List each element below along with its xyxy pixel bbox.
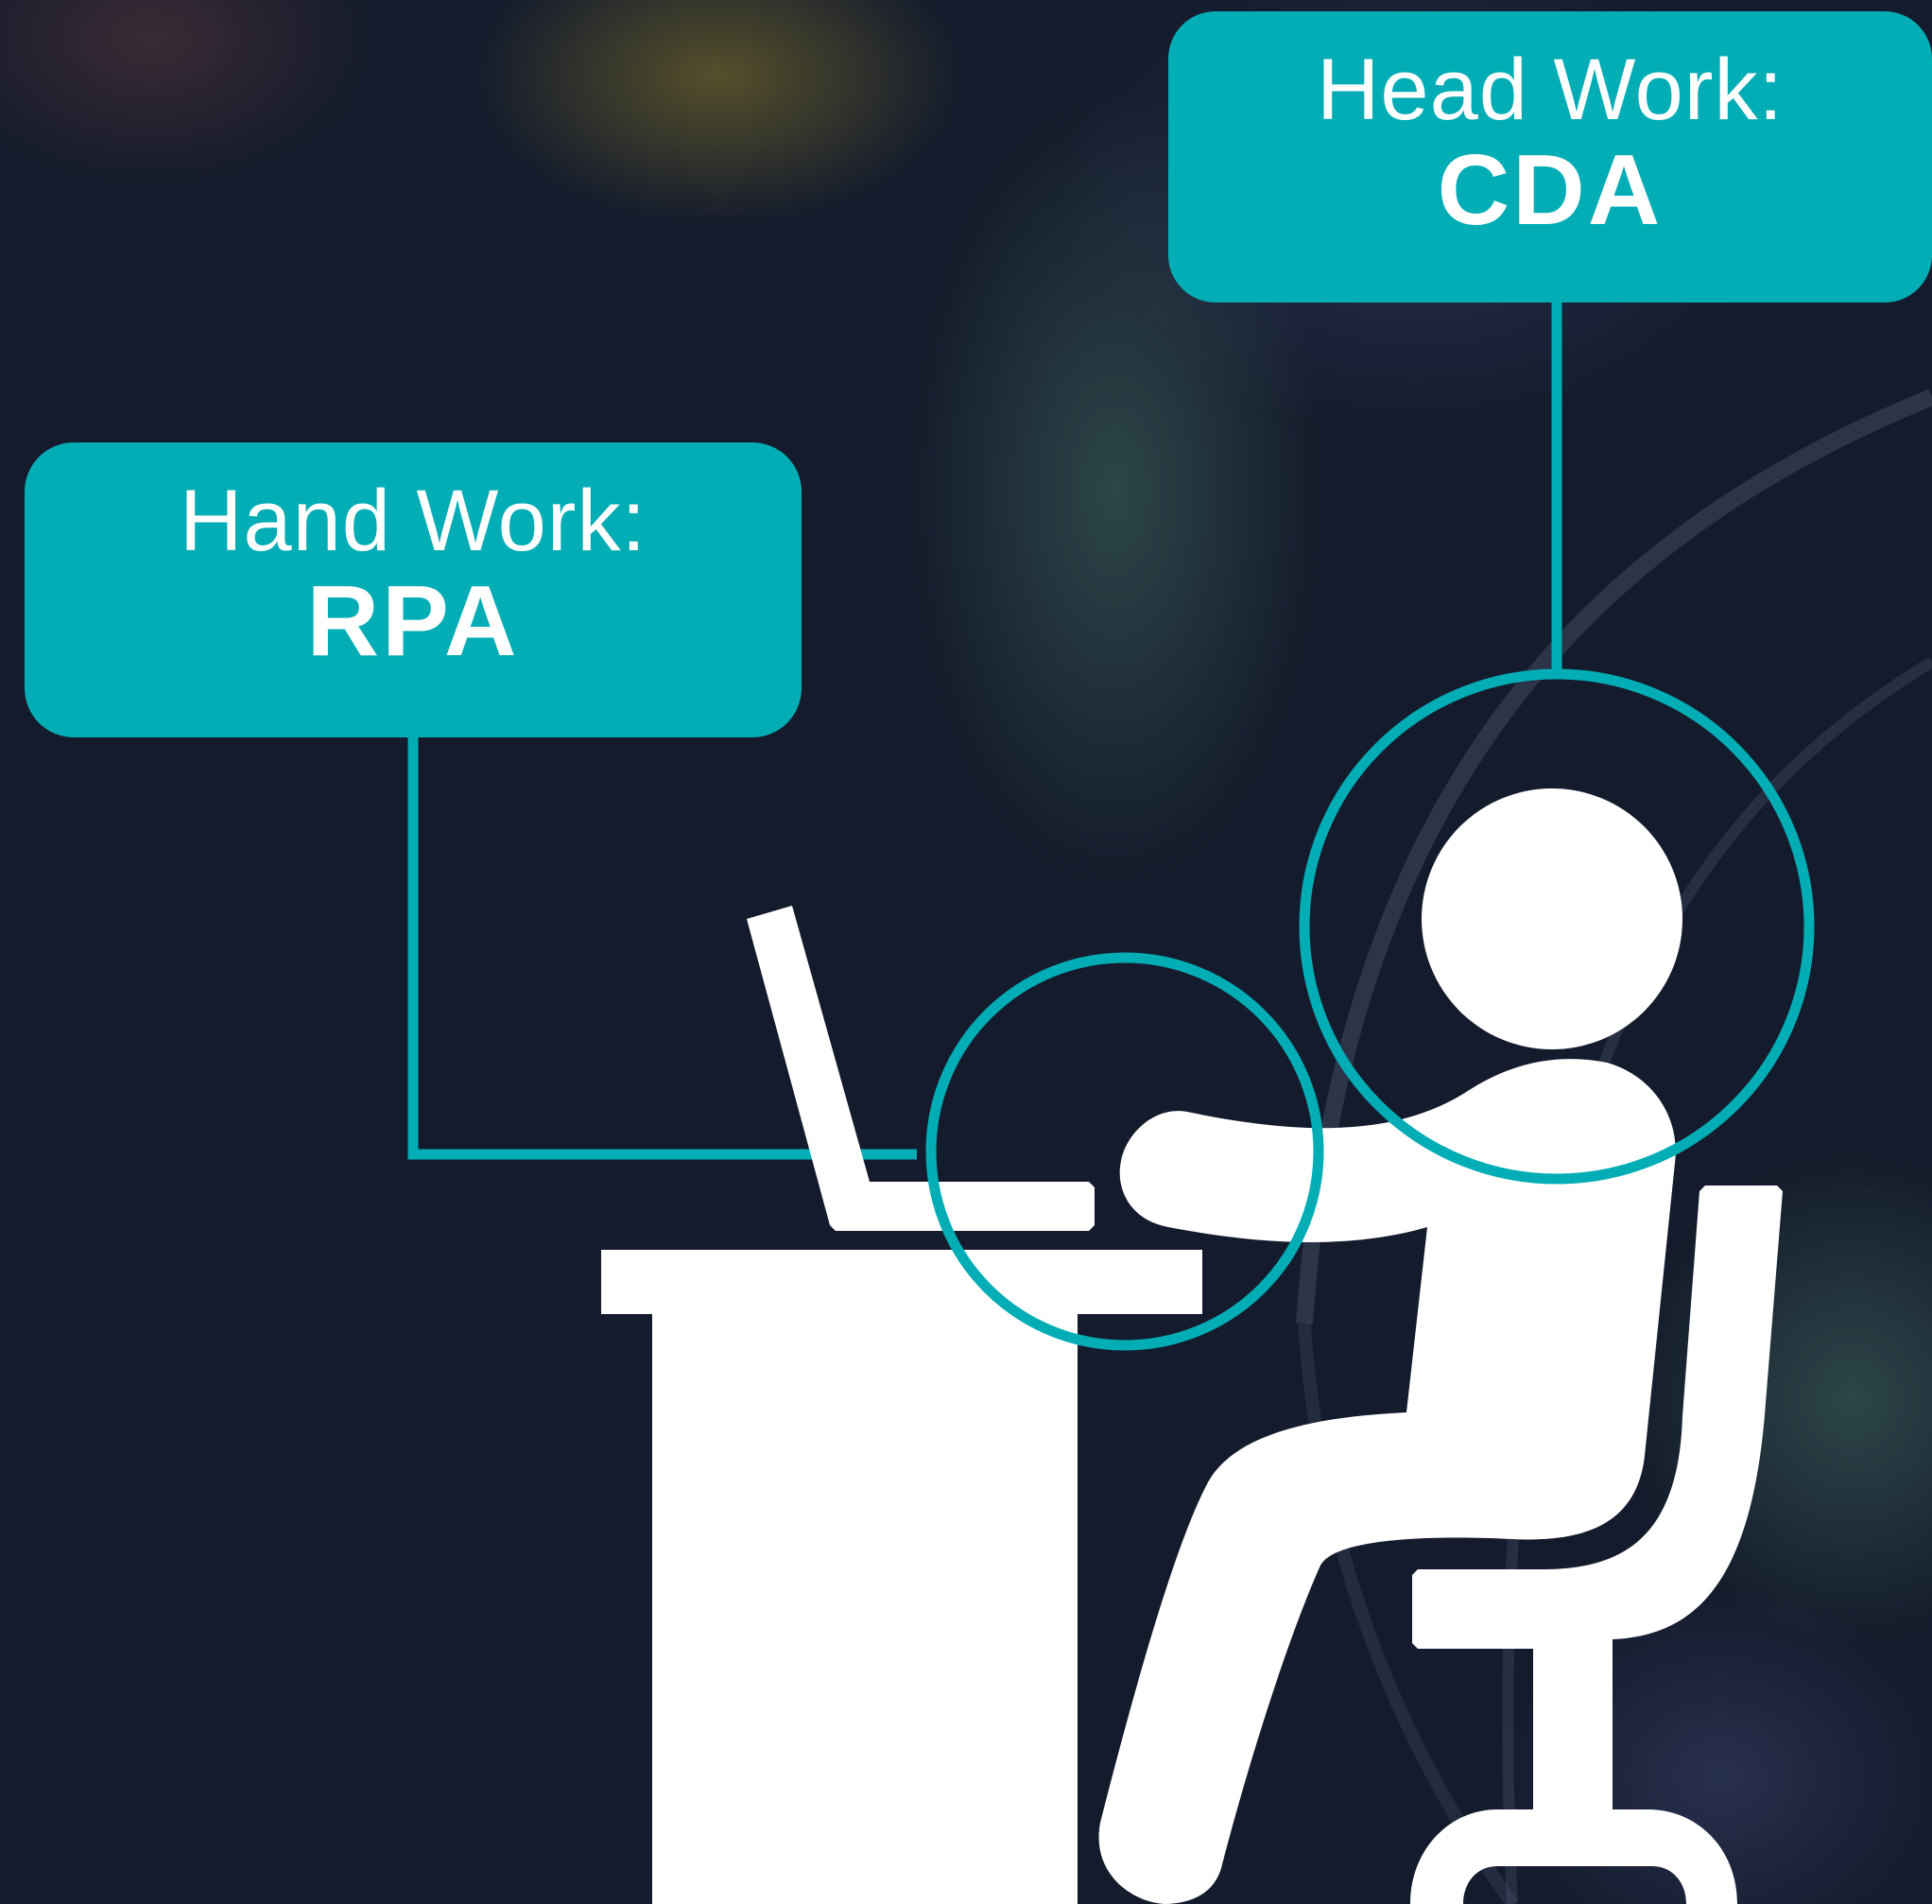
- head-work-value: CDA: [1437, 134, 1664, 246]
- hand-highlight-ring: [925, 952, 1324, 1351]
- hand-work-label: Hand Work:: [179, 473, 647, 569]
- hand-work-callout: Hand Work: RPA: [25, 442, 802, 737]
- hand-work-value: RPA: [306, 565, 520, 677]
- person-icon: [1098, 788, 1682, 1904]
- head-work-label: Head Work:: [1316, 42, 1785, 138]
- laptop-icon: [747, 906, 1095, 1231]
- office-chair-icon: [1410, 1186, 1783, 1904]
- head-work-callout: Head Work: CDA: [1168, 11, 1932, 303]
- connector-hand: [407, 737, 917, 1160]
- desk-icon: [601, 1250, 1202, 1904]
- head-highlight-ring: [1299, 668, 1815, 1185]
